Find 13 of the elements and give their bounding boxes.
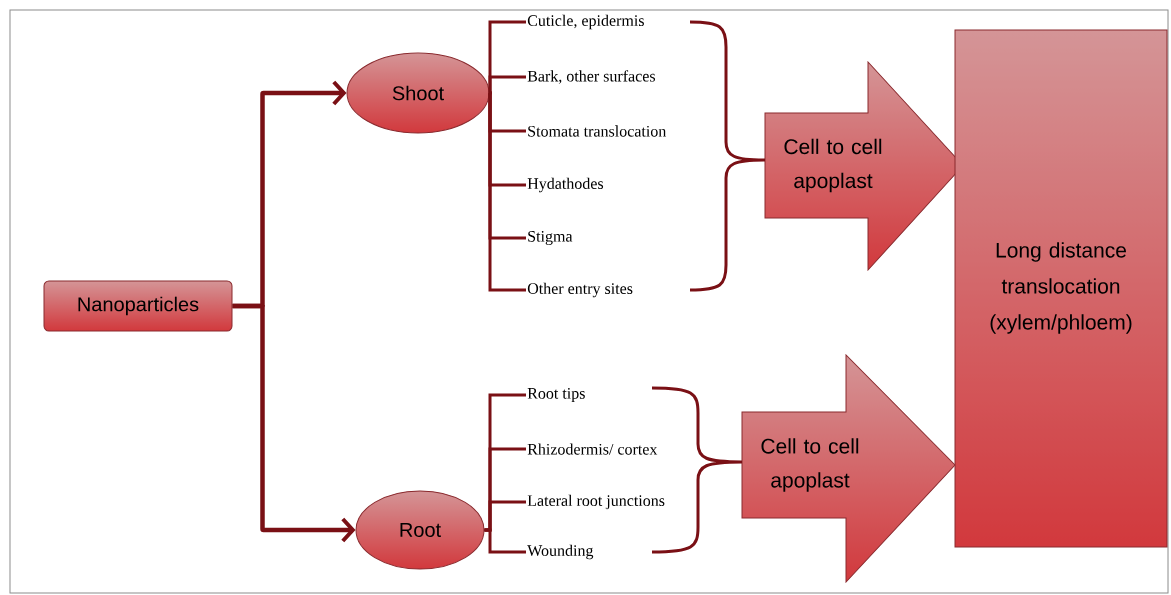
ellipse-node: Root xyxy=(355,490,485,570)
entry-site-label: Stomata translocation xyxy=(528,125,667,137)
entry-site-label: Rhizodermis/ cortex xyxy=(527,443,658,455)
ellipse-node: Shoot xyxy=(346,52,490,134)
entry-site-label: Bark, other surfaces xyxy=(527,70,656,84)
entry-site-label: Stigma xyxy=(528,231,573,246)
entry-site-label: Lateral root junctions xyxy=(527,494,665,510)
entry-site-label: Wounding xyxy=(527,544,594,560)
process-box: Nanoparticles xyxy=(43,280,233,332)
entry-site-label: Cuticle, epidermis xyxy=(527,14,644,30)
entry-site-label: Other entry sites xyxy=(527,282,633,298)
entry-site-label: Hydathodes xyxy=(527,177,604,193)
entry-site-label: Root tips xyxy=(527,388,585,402)
